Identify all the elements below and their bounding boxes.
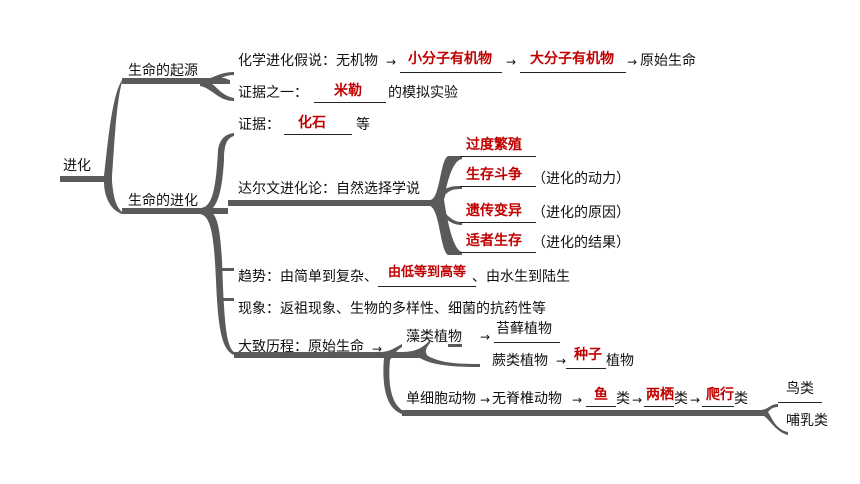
answer-overproduction: 过度繁殖	[466, 137, 522, 153]
answer-seed: 种子	[574, 347, 602, 363]
answer-miller: 米勒	[334, 83, 362, 99]
blank-line	[644, 406, 674, 407]
root-label: 进化	[63, 158, 91, 174]
arrow-icon: →	[572, 393, 583, 407]
origin-evidence-prefix: 证据之一：	[238, 85, 308, 101]
arrow-icon: →	[556, 354, 567, 368]
origin-evidence-suffix: 的模拟实验	[388, 85, 458, 101]
mammals: 哺乳类	[786, 413, 828, 429]
blank-line	[566, 368, 606, 369]
class-suffix-3: 类	[734, 391, 748, 407]
answer-large-organic: 大分子有机物	[530, 51, 614, 67]
fern-plants: 蕨类植物	[492, 353, 548, 369]
seed-plants-suffix: 植物	[606, 353, 634, 369]
answer-amphibian: 两栖	[646, 387, 674, 403]
class-suffix-2: 类	[674, 391, 688, 407]
arrow-icon: →	[627, 55, 638, 69]
blank-line	[778, 402, 822, 403]
answer-fish: 鱼	[594, 387, 608, 403]
blank-line	[520, 72, 626, 73]
algae-plants: 藻类植物	[406, 329, 462, 345]
blank-line	[378, 286, 476, 287]
arrow-icon: →	[480, 330, 491, 344]
chem-hypothesis-prefix: 化学进化假说：无机物	[238, 53, 378, 69]
arrow-icon: →	[632, 393, 643, 407]
blank-line	[460, 222, 536, 223]
blank-line	[314, 102, 386, 103]
arrow-icon: →	[480, 393, 491, 407]
answer-fossil: 化石	[298, 115, 326, 131]
note-result: （进化的结果）	[532, 235, 630, 251]
note-cause: （进化的原因）	[532, 205, 630, 221]
arrow-icon: →	[372, 342, 383, 356]
birds: 鸟类	[786, 381, 814, 397]
invertebrates: 无脊椎动物	[492, 391, 562, 407]
evolution-evidence-suffix: 等	[356, 117, 370, 133]
blank-line	[586, 406, 616, 407]
trend-prefix: 趋势：由简单到复杂、	[238, 269, 378, 285]
blank-line	[460, 186, 536, 187]
trend-suffix: 、由水生到陆生	[472, 269, 570, 285]
arrow-icon: →	[690, 393, 701, 407]
answer-small-organic: 小分子有机物	[408, 51, 492, 67]
answer-low-to-high: 由低等到高等	[388, 265, 467, 280]
blank-line	[460, 156, 536, 157]
unicellular-animals: 单细胞动物	[406, 391, 476, 407]
blank-line	[702, 406, 734, 407]
note-driving-force: （进化的动力）	[532, 171, 630, 187]
blank-line	[460, 252, 536, 253]
blank-line	[400, 72, 502, 73]
answer-variation: 遗传变异	[466, 203, 522, 219]
arrow-icon: →	[386, 55, 397, 69]
phenomena-text: 现象：返祖现象、生物的多样性、细菌的抗药性等	[238, 301, 546, 317]
evolution-title: 生命的进化	[128, 193, 198, 209]
history-label: 大致历程：原始生命	[238, 339, 364, 355]
darwin-label: 达尔文进化论：自然选择学说	[238, 181, 420, 197]
primitive-life: 原始生命	[640, 53, 696, 69]
class-suffix-1: 类	[616, 391, 630, 407]
blank-line	[284, 134, 352, 135]
moss-plants: 苔藓植物	[496, 321, 552, 337]
answer-survival: 适者生存	[466, 233, 522, 249]
evolution-evidence-prefix: 证据：	[238, 117, 280, 133]
blank-line	[494, 342, 560, 343]
origin-title: 生命的起源	[128, 63, 198, 79]
arrow-icon: →	[506, 55, 517, 69]
answer-struggle: 生存斗争	[466, 167, 522, 183]
answer-reptile: 爬行	[706, 387, 734, 403]
